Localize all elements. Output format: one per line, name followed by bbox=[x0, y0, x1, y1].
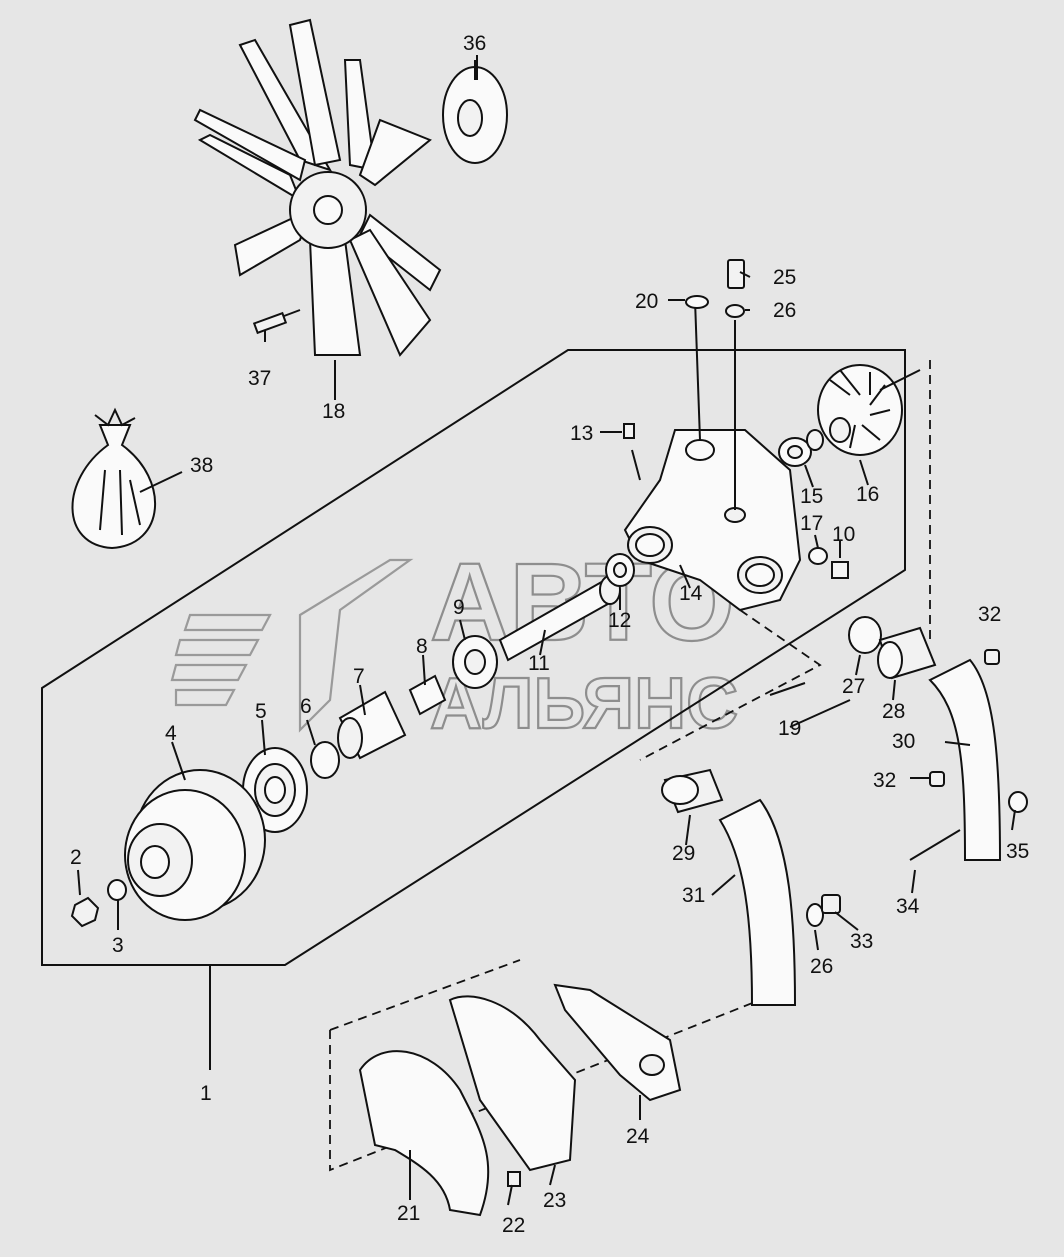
sleeve-29 bbox=[661, 768, 724, 814]
callout-10: 10 bbox=[832, 523, 855, 546]
callout-34: 34 bbox=[896, 895, 920, 918]
cover-plate-23 bbox=[448, 995, 577, 1172]
plug-33 bbox=[821, 894, 841, 914]
callout-23: 23 bbox=[543, 1189, 566, 1212]
bolt-22 bbox=[507, 1171, 521, 1187]
callout-20: 20 bbox=[635, 290, 658, 313]
washer-26-mid bbox=[806, 903, 824, 927]
sleeve-27 bbox=[848, 616, 882, 654]
callout-36: 36 bbox=[463, 32, 486, 55]
gasket-24 bbox=[553, 983, 682, 1102]
washer-35 bbox=[1008, 791, 1028, 813]
seal-15 bbox=[778, 429, 824, 467]
pump-housing bbox=[623, 299, 802, 612]
callout-9: 9 bbox=[453, 596, 465, 619]
sensor-25 bbox=[727, 259, 745, 289]
bearing-9 bbox=[452, 635, 498, 689]
callout-31: 31 bbox=[682, 884, 705, 907]
bolt-19 bbox=[769, 682, 806, 696]
plug-10 bbox=[831, 561, 849, 579]
dashed-outline-pump bbox=[639, 360, 931, 761]
callout-14: 14 bbox=[679, 582, 703, 605]
impeller bbox=[817, 364, 921, 456]
callout-28: 28 bbox=[882, 700, 905, 723]
callout-32-lower: 32 bbox=[873, 769, 896, 792]
callout-6: 6 bbox=[300, 695, 312, 718]
pipe-30 bbox=[928, 649, 1002, 861]
callout-27: 27 bbox=[842, 675, 865, 698]
washer-17 bbox=[808, 547, 828, 565]
callout-26-top: 26 bbox=[773, 299, 796, 322]
callout-37: 37 bbox=[248, 367, 271, 390]
callout-18: 18 bbox=[322, 400, 345, 423]
callout-15: 15 bbox=[800, 485, 823, 508]
sleeve-7 bbox=[337, 690, 407, 760]
callout-labels: 1 2 3 4 5 6 7 8 9 10 11 12 13 14 15 16 1… bbox=[70, 32, 1029, 1237]
callout-38: 38 bbox=[190, 454, 213, 477]
callout-29: 29 bbox=[672, 842, 695, 865]
callout-3: 3 bbox=[112, 934, 124, 957]
callout-2: 2 bbox=[70, 846, 82, 869]
plug-13 bbox=[623, 423, 635, 439]
o-ring-20 bbox=[685, 295, 709, 309]
callout-12: 12 bbox=[608, 609, 631, 632]
callout-26-mid: 26 bbox=[810, 955, 833, 978]
callout-21: 21 bbox=[397, 1202, 420, 1225]
fan-blade-assembly bbox=[193, 18, 508, 395]
callout-30: 30 bbox=[892, 730, 915, 753]
callout-19: 19 bbox=[778, 717, 801, 740]
bearing-12 bbox=[605, 553, 635, 587]
callout-1: 1 bbox=[200, 1082, 212, 1105]
pulley bbox=[124, 769, 266, 921]
callout-33: 33 bbox=[850, 930, 873, 953]
washer-26-top bbox=[725, 304, 745, 318]
callout-4: 4 bbox=[165, 722, 177, 745]
callout-11: 11 bbox=[528, 652, 550, 675]
callout-22: 22 bbox=[502, 1214, 525, 1237]
dashed-outline-gaskets bbox=[329, 959, 761, 1172]
assembly-outline bbox=[41, 349, 906, 966]
gasket-21 bbox=[358, 1050, 490, 1217]
callout-7: 7 bbox=[353, 665, 365, 688]
callout-35: 35 bbox=[1006, 840, 1029, 863]
callout-8: 8 bbox=[416, 635, 428, 658]
sleeve-28 bbox=[877, 626, 937, 680]
bolt-34 bbox=[909, 829, 961, 861]
plug-32-lower bbox=[929, 771, 945, 787]
callout-24: 24 bbox=[626, 1125, 650, 1148]
spacer-8 bbox=[408, 674, 447, 716]
callout-17: 17 bbox=[800, 512, 823, 535]
leader-lines bbox=[77, 55, 1016, 1206]
nut-2 bbox=[70, 896, 100, 928]
pipe-31 bbox=[718, 798, 797, 1006]
parts-bag-icon bbox=[71, 407, 183, 550]
callout-5: 5 bbox=[255, 700, 267, 723]
callout-13: 13 bbox=[570, 422, 593, 445]
snap-ring-6 bbox=[310, 741, 340, 779]
callout-16: 16 bbox=[856, 483, 879, 506]
washer-3 bbox=[107, 879, 127, 901]
callout-25: 25 bbox=[773, 266, 796, 289]
callout-32-upper: 32 bbox=[978, 603, 1001, 626]
